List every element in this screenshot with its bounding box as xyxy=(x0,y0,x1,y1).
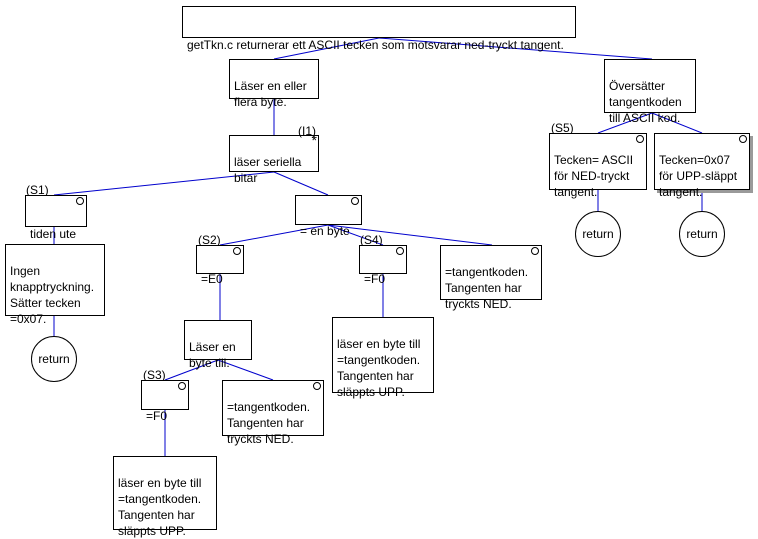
root-node-text: getTkn.c returnerar ett ASCII tecken som… xyxy=(187,38,564,52)
selection-marker xyxy=(76,197,84,205)
no-keypress-text: Ingen knapptryckning. Sätter tecken =0x0… xyxy=(10,264,95,326)
label-s5: (S5) xyxy=(551,121,574,135)
read-byte-released-text-a: läser en byte till =tangentkoden. Tangen… xyxy=(337,337,421,399)
label-s1: (S1) xyxy=(26,183,49,197)
e0-text: =E0 xyxy=(201,272,223,286)
read-serial-bits-text: läser seriella bitar xyxy=(234,155,302,185)
f0-text-b: =F0 xyxy=(146,409,168,423)
selection-marker xyxy=(351,197,359,205)
keycode-pressed-text-a: =tangentkoden. Tangenten har tryckts NED… xyxy=(445,265,529,311)
label-s4: (S4) xyxy=(360,233,383,247)
root-node: getTkn.c returnerar ett ASCII tecken som… xyxy=(182,6,576,52)
read-byte-released-node-b: läser en byte till =tangentkoden. Tangen… xyxy=(113,456,217,538)
selection-marker xyxy=(313,382,321,390)
char-07-node: Tecken=0x07 för UPP-släppt tangent. xyxy=(654,133,750,199)
label-s2: (S2) xyxy=(198,233,221,247)
char-07-text: Tecken=0x07 för UPP-släppt tangent. xyxy=(659,153,738,199)
read-byte-released-text-b: läser en byte till =tangentkoden. Tangen… xyxy=(118,476,202,538)
read-another-byte-text: Läser en byte till. xyxy=(189,340,236,370)
return-text-2: return xyxy=(582,227,614,241)
ascii-char-node: Tecken= ASCII för NED-tryckt tangent. xyxy=(549,133,647,199)
label-s3: (S3) xyxy=(143,368,166,382)
one-byte-node: = en byte xyxy=(295,195,362,238)
selection-marker xyxy=(178,382,186,390)
timeout-node: tiden ute xyxy=(25,195,87,241)
no-keypress-node: Ingen knapptryckning. Sätter tecken =0x0… xyxy=(5,244,105,326)
read-serial-bits-node: läser seriella bitar * xyxy=(229,132,319,185)
keycode-pressed-text-b: =tangentkoden. Tangenten har tryckts NED… xyxy=(227,400,311,446)
read-byte-released-node-a: läser en byte till =tangentkoden. Tangen… xyxy=(332,317,434,399)
read-bytes-text: Läser en eller flera byte. xyxy=(234,79,307,109)
selection-marker xyxy=(233,247,241,255)
one-byte-text: = en byte xyxy=(300,224,350,238)
return-text-1: return xyxy=(38,352,70,366)
keycode-pressed-node-a: =tangentkoden. Tangenten har tryckts NED… xyxy=(440,245,542,311)
f0-node-b: =F0 xyxy=(141,380,189,423)
read-bytes-node: Läser en eller flera byte. xyxy=(229,59,319,109)
selection-marker xyxy=(396,247,404,255)
keycode-pressed-node-b: =tangentkoden. Tangenten har tryckts NED… xyxy=(222,380,324,446)
return-circle-2: return xyxy=(575,211,621,257)
label-i1: (I1) xyxy=(298,124,316,138)
selection-marker xyxy=(739,135,747,143)
selection-marker xyxy=(531,247,539,255)
f0-node-a: =F0 xyxy=(359,245,407,286)
selection-marker xyxy=(636,135,644,143)
return-text-3: return xyxy=(686,227,718,241)
read-another-byte-node: Läser en byte till. xyxy=(184,320,252,370)
return-circle-1: return xyxy=(31,336,77,382)
return-circle-3: return xyxy=(679,211,725,257)
ascii-char-text: Tecken= ASCII för NED-tryckt tangent. xyxy=(554,153,634,199)
e0-node: =E0 xyxy=(196,245,244,286)
timeout-text: tiden ute xyxy=(30,227,77,241)
f0-text-a: =F0 xyxy=(364,272,386,286)
translate-text: Översätter tangentkoden till ASCII kod. xyxy=(609,79,682,125)
translate-node: Översätter tangentkoden till ASCII kod. xyxy=(604,59,696,125)
iteration-mark: * xyxy=(311,132,317,148)
